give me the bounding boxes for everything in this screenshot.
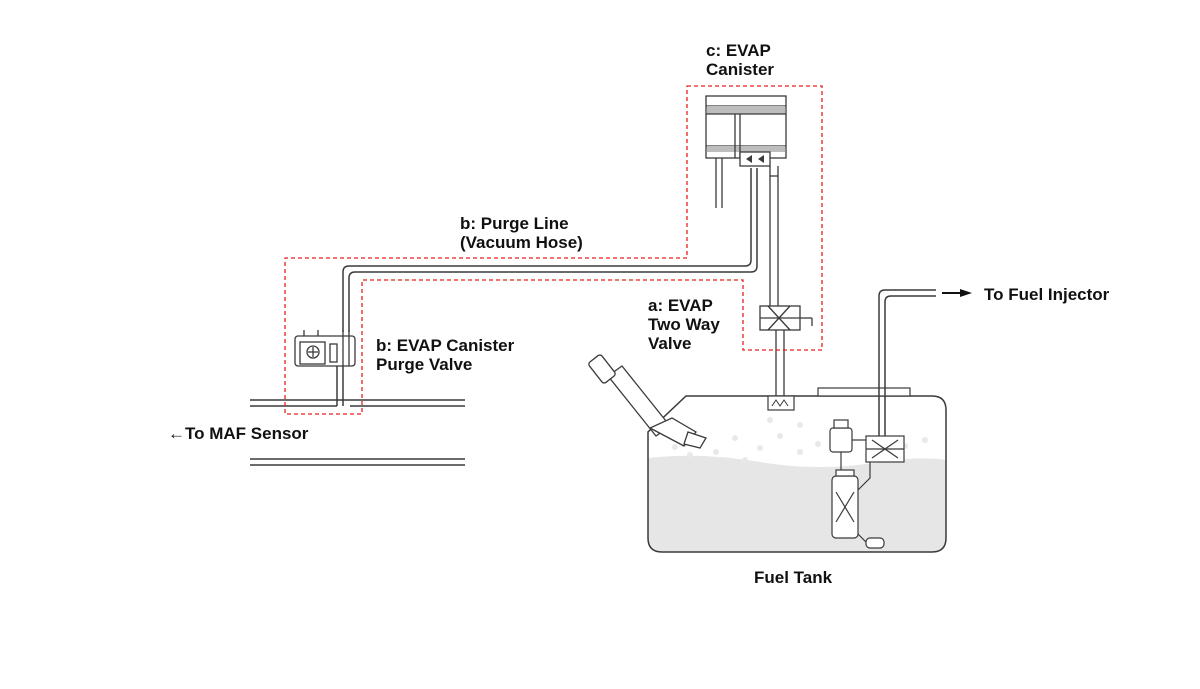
arrow-icon — [942, 289, 972, 297]
two-way-valve — [759, 300, 813, 396]
filler-neck — [588, 354, 707, 449]
evap-canister — [705, 95, 787, 300]
purge-valve-label: b: EVAP Canister Purge Valve — [376, 336, 514, 374]
evap-canister-label: c: EVAP Canister — [706, 41, 774, 79]
purge-valve — [294, 330, 356, 367]
fuel-outlet-line — [878, 289, 936, 436]
two-way-valve-label: a: EVAP Two Way Valve — [648, 296, 720, 353]
two-way-valve-label-line2: Two Way — [648, 315, 720, 334]
evap-canister-label-line1: c: EVAP — [706, 41, 771, 60]
fuel-pump-assembly — [829, 419, 905, 549]
fuel-tank — [647, 387, 947, 553]
two-way-valve-label-line3: Valve — [648, 334, 692, 353]
two-way-valve-label-line1: a: EVAP — [648, 296, 713, 315]
intake-pipe — [250, 366, 465, 466]
purge-line-label-line1: b: Purge Line — [460, 214, 569, 233]
evap-canister-label-line2: Canister — [706, 60, 775, 79]
maf-sensor-label: ←To MAF Sensor — [168, 424, 309, 443]
purge-valve-label-line1: b: EVAP Canister — [376, 336, 515, 355]
highlight-box-canister — [284, 85, 823, 415]
purge-valve-label-line2: Purge Valve — [376, 355, 473, 374]
purge-line-label-line2: (Vacuum Hose) — [460, 233, 583, 252]
fuel-tank-label: Fuel Tank — [754, 568, 833, 587]
purge-line-hose — [342, 168, 758, 332]
fuel-injector-label: To Fuel Injector — [984, 285, 1110, 304]
purge-line-label: b: Purge Line (Vacuum Hose) — [460, 214, 583, 252]
